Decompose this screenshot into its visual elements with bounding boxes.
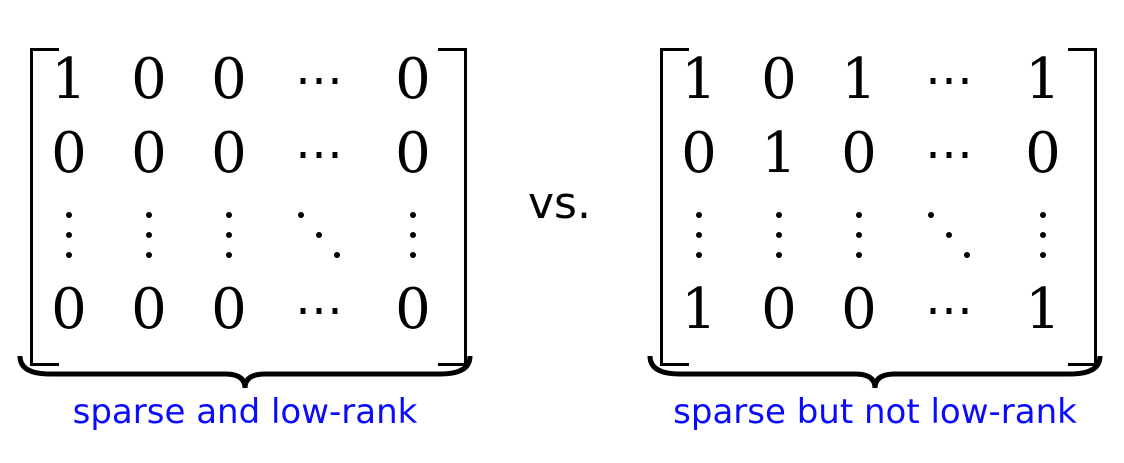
right-matrix-right-bracket — [1068, 48, 1097, 366]
matrix-cell: 0 — [51, 277, 87, 342]
matrix-cell: ⋯ — [295, 52, 343, 108]
matrix-cell: 1 — [1025, 277, 1061, 342]
matrix-cell: 0 — [131, 121, 167, 186]
matrix-cell: 0 — [395, 47, 431, 112]
matrix-vdots — [1008, 198, 1078, 278]
matrix-cell: 0 — [761, 47, 797, 112]
left-caption: sparse and low-rank — [72, 392, 418, 432]
matrix-vdots — [664, 198, 734, 278]
matrix-cell: ⋯ — [925, 126, 973, 182]
matrix-ddots — [284, 198, 354, 278]
matrix-cell: 1 — [1025, 47, 1061, 112]
matrix-cell: 0 — [211, 47, 247, 112]
matrix-cell: 0 — [761, 277, 797, 342]
left-matrix-right-bracket — [438, 48, 467, 366]
matrix-cell: 0 — [841, 277, 877, 342]
matrix-cell: ⋯ — [925, 282, 973, 338]
matrix-cell: 1 — [761, 121, 797, 186]
matrix-cell: 0 — [1025, 121, 1061, 186]
matrix-cell: ⋯ — [925, 52, 973, 108]
right-underbrace — [647, 355, 1103, 389]
matrix-cell: 0 — [131, 47, 167, 112]
matrix-cell: 0 — [681, 121, 717, 186]
right-caption: sparse but not low-rank — [673, 392, 1077, 432]
matrix-cell: 1 — [51, 47, 87, 112]
matrix-cell: 1 — [841, 47, 877, 112]
matrix-cell: 0 — [395, 121, 431, 186]
matrix-cell: 0 — [841, 121, 877, 186]
matrix-vdots — [34, 198, 104, 278]
matrix-cell: 0 — [395, 277, 431, 342]
matrix-cell: ⋯ — [295, 282, 343, 338]
matrix-cell: 0 — [211, 277, 247, 342]
left-underbrace — [17, 355, 473, 389]
matrix-cell: 1 — [681, 277, 717, 342]
left-matrix-left-bracket — [30, 48, 59, 366]
vs-label: vs. — [528, 178, 591, 229]
matrix-vdots — [114, 198, 184, 278]
matrix-cell: 0 — [131, 277, 167, 342]
right-matrix-left-bracket — [660, 48, 689, 366]
matrix-cell: 0 — [51, 121, 87, 186]
matrix-cell: ⋯ — [295, 126, 343, 182]
matrix-vdots — [744, 198, 814, 278]
matrix-vdots — [824, 198, 894, 278]
matrix-cell: 0 — [211, 121, 247, 186]
matrix-vdots — [194, 198, 264, 278]
matrix-vdots — [378, 198, 448, 278]
matrix-ddots — [914, 198, 984, 278]
matrix-cell: 1 — [681, 47, 717, 112]
